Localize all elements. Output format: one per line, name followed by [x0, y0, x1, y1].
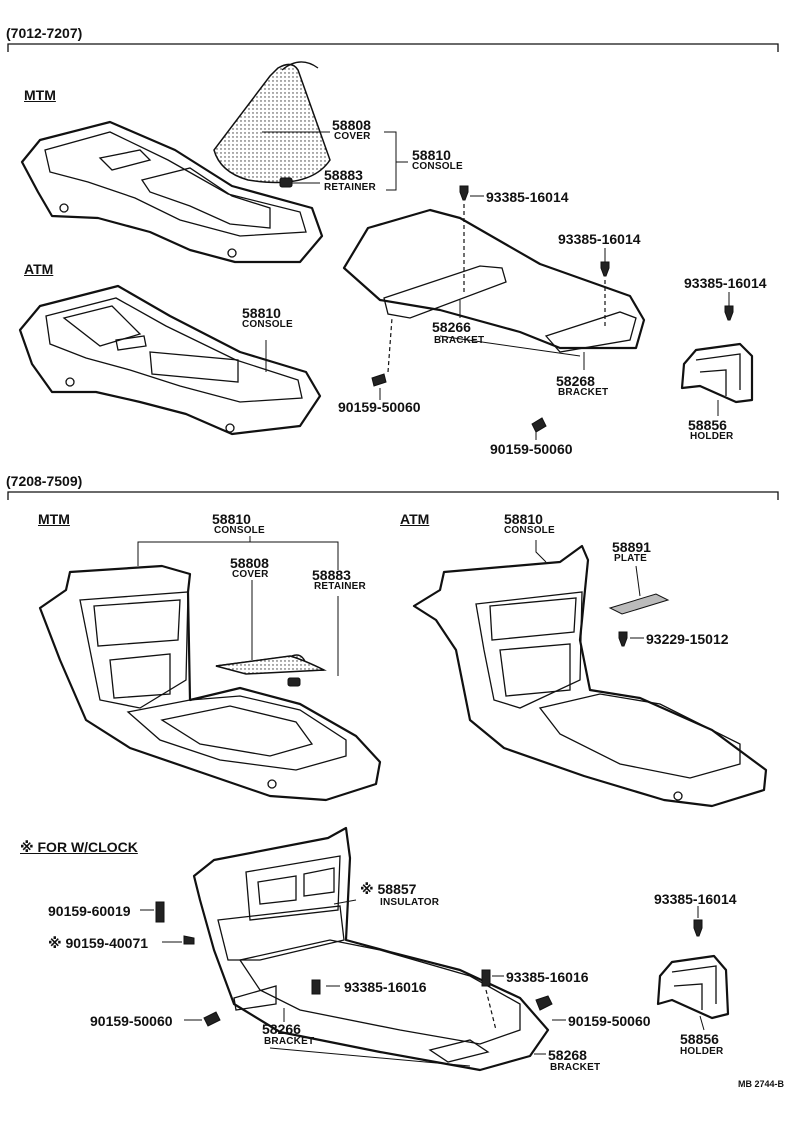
bolt-90159-60019: 90159-60019 [48, 903, 131, 919]
part-58883-num: 58883 [324, 167, 363, 183]
leaders-bottom [137, 536, 705, 1067]
label-mtm-top: MTM [24, 87, 56, 103]
insulator-name: INSULATOR [380, 897, 440, 908]
range-top: (7012-7207) [6, 25, 83, 41]
part-58883-name: RETAINER [324, 182, 376, 193]
bolt-late-g [481, 969, 497, 1031]
bolt-90159-40071: ※ 90159-40071 [48, 935, 149, 951]
section-bracket-top [7, 43, 779, 52]
part-58268-name: BRACKET [558, 387, 609, 398]
bolt-93385-16016-b: 93385-16016 [506, 969, 589, 985]
bolt-late-d [155, 901, 165, 923]
screw-late-d [535, 995, 553, 1011]
console-atm-early [18, 284, 322, 436]
console-mtm-early [20, 120, 324, 264]
label-atm-bottom: ATM [400, 511, 430, 527]
screw-90159-50060-c: 90159-50060 [90, 1013, 173, 1029]
late-58268-num: 58268 [548, 1047, 587, 1063]
atm-console-num: 58810 [504, 511, 543, 527]
console-clock-lower [192, 826, 550, 1072]
late-58268-name: BRACKET [550, 1062, 601, 1073]
mtm-cover-name: COVER [232, 569, 269, 580]
late-58266-num: 58266 [262, 1021, 301, 1037]
shift-cover-late [215, 654, 327, 675]
range-bottom: (7208-7509) [6, 473, 83, 489]
part-58810-atm-name: CONSOLE [242, 319, 293, 330]
late-58856-name: HOLDER [680, 1046, 724, 1057]
mtm-cover-num: 58808 [230, 555, 269, 571]
part-58268-num: 58268 [556, 373, 595, 389]
bolt-late-e [183, 935, 195, 945]
part-58808-num: 58808 [332, 117, 371, 133]
part-58856-name: HOLDER [690, 431, 734, 442]
atm-console-name: CONSOLE [504, 525, 555, 536]
part-58810-group-num: 58810 [412, 147, 451, 163]
console-lower-early [342, 208, 646, 353]
insulator-num: ※ 58857 [360, 881, 417, 897]
mtm-console-name: CONSOLE [214, 525, 265, 536]
screw-90159-a: 90159-50060 [338, 399, 421, 415]
part-58266-name: BRACKET [434, 335, 485, 346]
retainer-early [279, 177, 293, 188]
screw-late-c [203, 1011, 221, 1027]
late-58856-num: 58856 [680, 1031, 719, 1047]
part-58810-group-name: CONSOLE [412, 161, 463, 172]
part-58810-atm-num: 58810 [242, 305, 281, 321]
console-atm-late [412, 544, 768, 808]
plate-late [608, 593, 670, 615]
bolt-93385-16014-late: 93385-16014 [654, 891, 737, 907]
part-58266-num: 58266 [432, 319, 471, 335]
reference-code: MB 2744-B [738, 1079, 785, 1089]
label-atm-top: ATM [24, 261, 54, 277]
note-for-clock: ※ FOR W/CLOCK [20, 839, 138, 855]
bolt-93385-a: 93385-16014 [486, 189, 569, 205]
screw-early-b [531, 417, 547, 433]
screw-90159-b: 90159-50060 [490, 441, 573, 457]
part-58808-name: COVER [334, 131, 371, 142]
retainer-late [287, 677, 301, 687]
bolt-early-a [459, 185, 469, 292]
mtm-console-num: 58810 [212, 511, 251, 527]
leaders-top [262, 131, 730, 440]
bolt-late-f [311, 979, 321, 995]
mtm-retainer-num: 58883 [312, 567, 351, 583]
holder-late [656, 954, 730, 1020]
bolt-93385-c: 93385-16014 [684, 275, 767, 291]
mtm-retainer-name: RETAINER [314, 581, 366, 592]
console-mtm-late [38, 564, 382, 802]
part-58856-num: 58856 [688, 417, 727, 433]
atm-plate-name: PLATE [614, 553, 648, 564]
bolt-late-h [693, 919, 703, 937]
screw-93229: 93229-15012 [646, 631, 729, 647]
holder-early [680, 342, 754, 404]
screw-plate [618, 631, 628, 647]
section-bracket-bottom [7, 491, 779, 500]
bolt-early-c [724, 305, 734, 321]
label-mtm-bottom: MTM [38, 511, 70, 527]
bolt-93385-16016-a: 93385-16016 [344, 979, 427, 995]
bolt-early-b [600, 261, 610, 328]
atm-plate-num: 58891 [612, 539, 651, 555]
screw-90159-50060-d: 90159-50060 [568, 1013, 651, 1029]
late-58266-name: BRACKET [264, 1036, 315, 1047]
screw-early-a [371, 317, 393, 387]
shift-cover-early [213, 61, 331, 184]
bolt-93385-b: 93385-16014 [558, 231, 641, 247]
